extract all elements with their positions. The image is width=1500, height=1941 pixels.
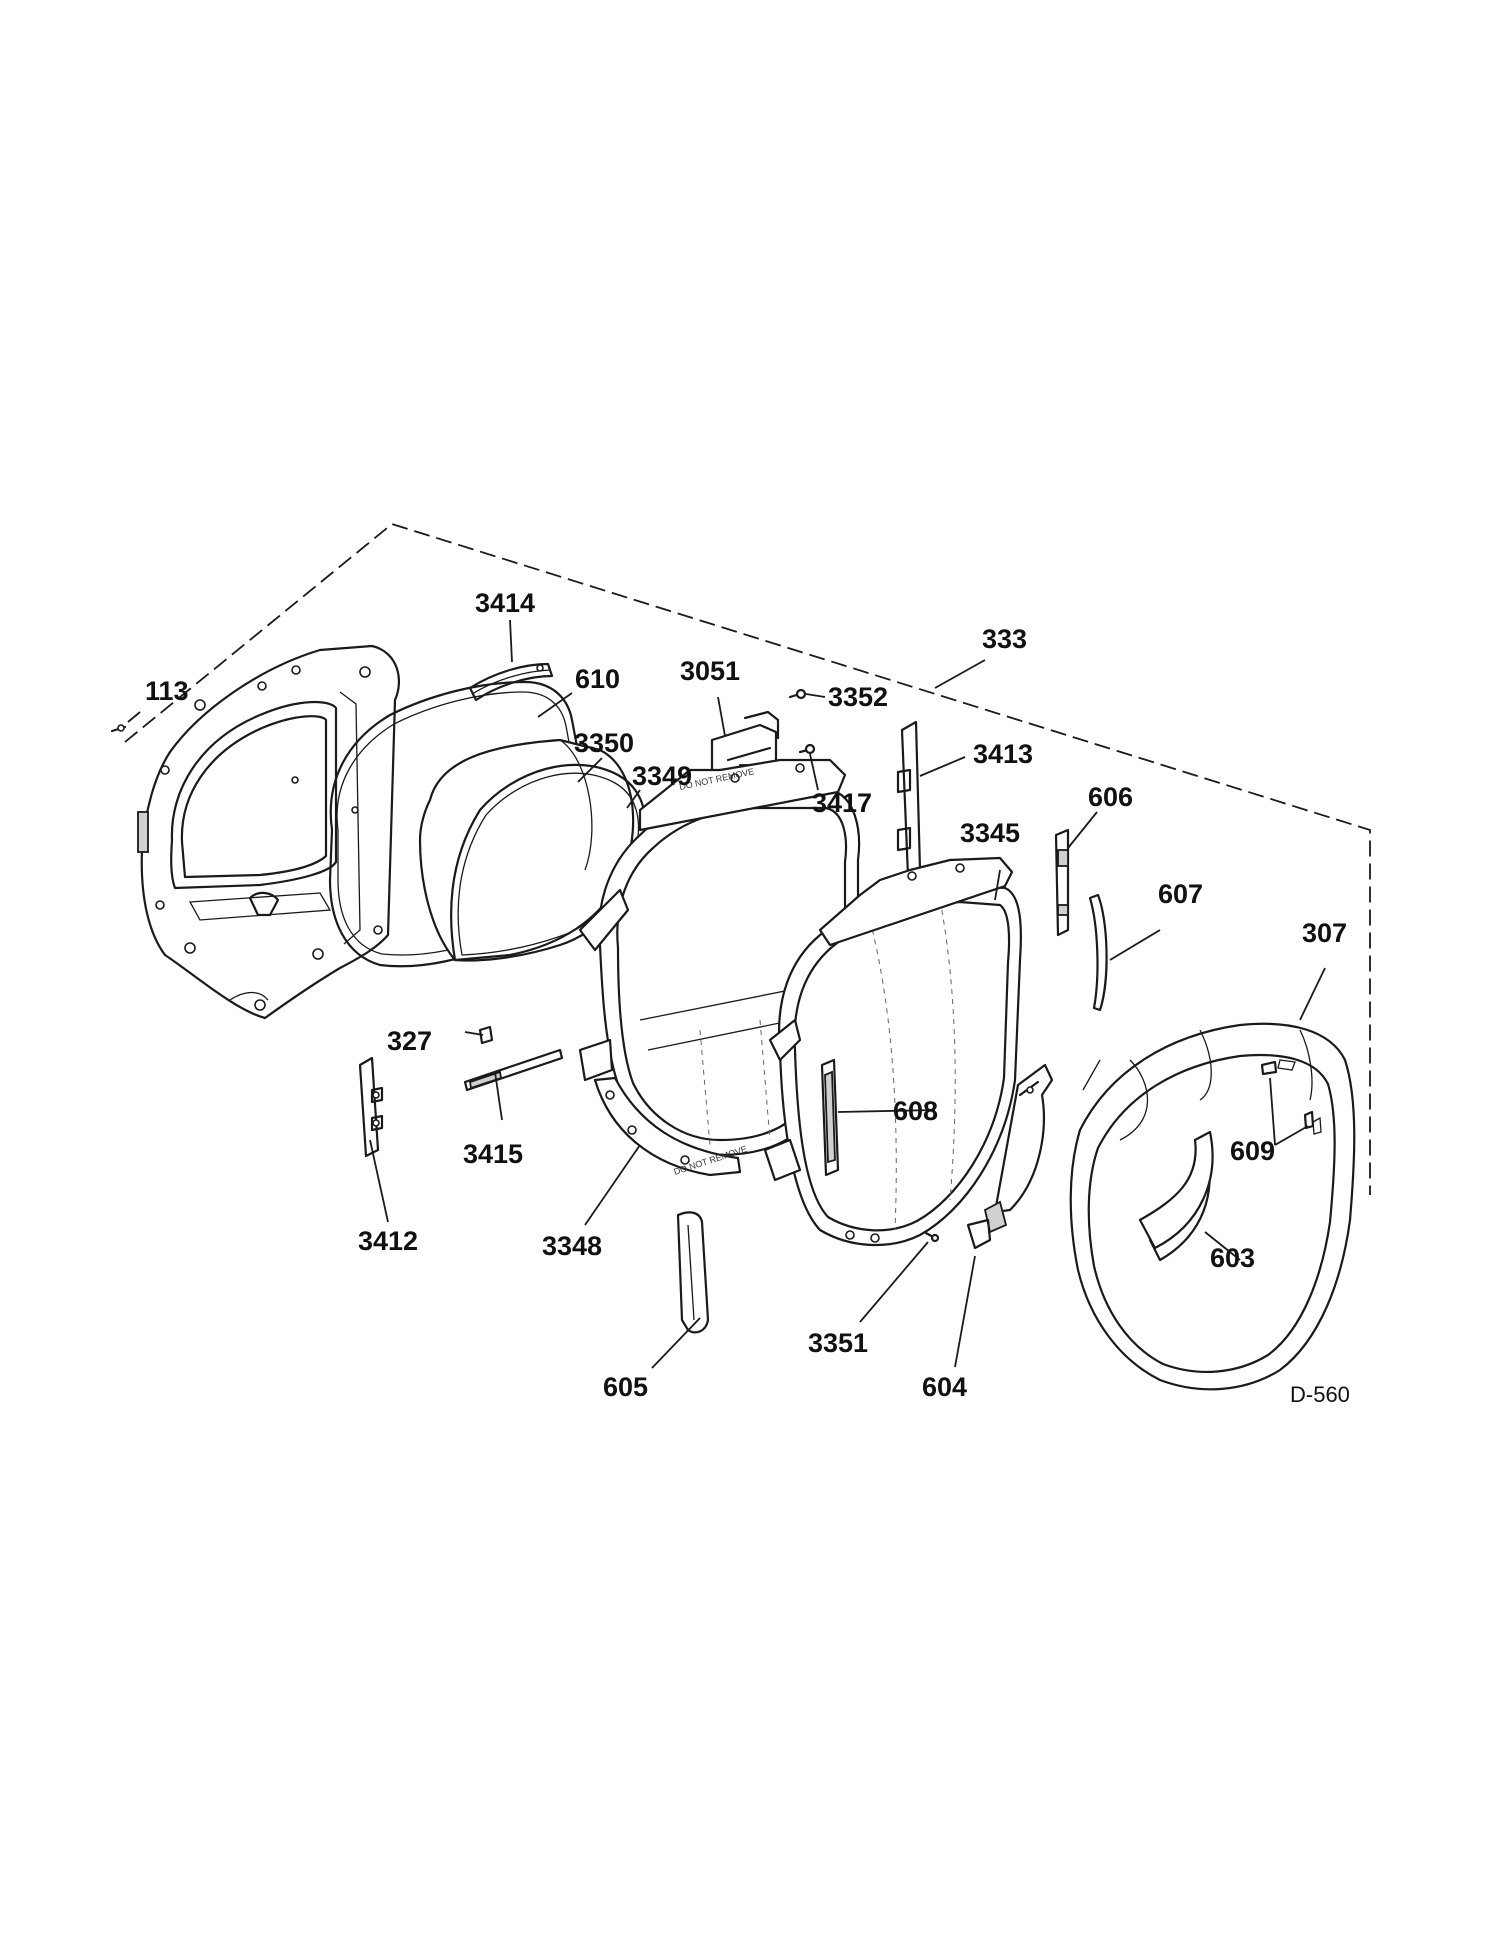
part-603-lens-panel <box>1138 1130 1214 1250</box>
callout-3348: 3348 <box>542 1231 602 1261</box>
diagram-reference-code: D-560 <box>1290 1382 1350 1407</box>
part-3351-screw <box>924 1231 940 1243</box>
part-607-curved-trim <box>1088 893 1108 1012</box>
leader-lines <box>127 619 1326 1369</box>
part-3417-screw <box>798 743 816 755</box>
callout-3349: 3349 <box>632 761 692 791</box>
callout-3412: 3412 <box>358 1226 418 1256</box>
part-113-screw <box>110 724 127 733</box>
part-3349-ring <box>450 763 647 962</box>
door-inner-panel <box>137 644 400 1020</box>
callout-307: 307 <box>1302 918 1347 948</box>
part-3413-bracket <box>896 720 922 878</box>
callout-605: 605 <box>603 1372 648 1402</box>
callout-609: 609 <box>1230 1136 1275 1166</box>
callout-610: 610 <box>575 664 620 694</box>
callout-327: 327 <box>387 1026 432 1056</box>
callout-3051: 3051 <box>680 656 740 686</box>
callout-3417: 3417 <box>812 788 872 818</box>
part-3415-strip <box>463 1048 564 1092</box>
assembly-bracket-333 <box>124 522 1371 1195</box>
part-327-clip <box>478 1025 494 1045</box>
part-604-latch <box>966 1063 1054 1250</box>
callout-3415: 3415 <box>463 1139 523 1169</box>
callout-333: 333 <box>982 624 1027 654</box>
callout-3351: 3351 <box>808 1328 868 1358</box>
callout-603: 603 <box>1210 1243 1255 1273</box>
part-307-outer-door <box>1069 1022 1356 1391</box>
callout-3352: 3352 <box>828 682 888 712</box>
part-3412-bracket <box>358 1056 384 1158</box>
callout-3414: 3414 <box>475 588 535 618</box>
part-3352-screw <box>788 688 807 700</box>
part-3345-outer-frame <box>763 856 1022 1247</box>
callout-606: 606 <box>1088 782 1133 812</box>
callout-607: 607 <box>1158 879 1203 909</box>
callout-608: 608 <box>893 1096 938 1126</box>
callout-3413: 3413 <box>973 739 1033 769</box>
part-608-handle-insert <box>820 1058 840 1177</box>
callout-3345: 3345 <box>960 818 1020 848</box>
part-606-latch-plate <box>1054 828 1070 937</box>
callout-3350: 3350 <box>574 728 634 758</box>
part-605-handle <box>676 1211 710 1334</box>
callout-labels: 113 3414 610 3350 3349 3051 3352 3417 34… <box>145 588 1347 1402</box>
callout-113: 113 <box>145 676 189 706</box>
callout-604: 604 <box>922 1372 967 1402</box>
part-609-clips <box>1260 1060 1315 1130</box>
